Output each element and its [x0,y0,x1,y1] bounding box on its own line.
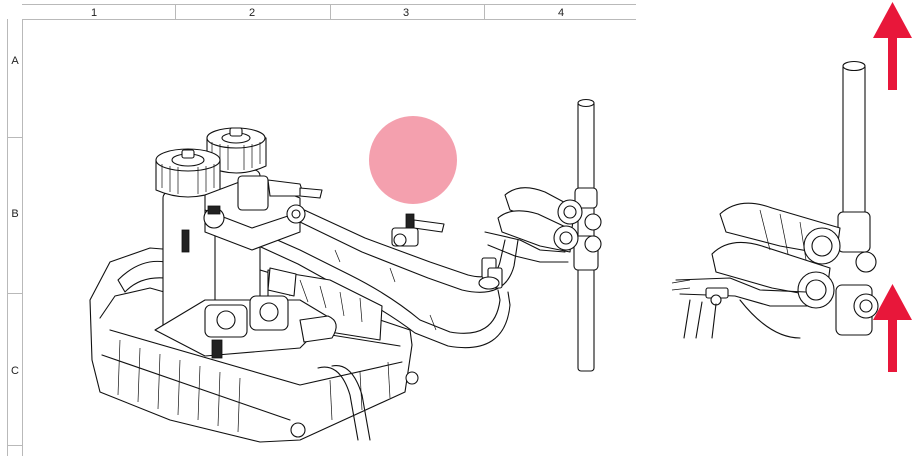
front-tank [155,148,221,333]
lower-manifold [154,267,337,359]
column-labels: 1 2 3 4 [91,7,564,19]
drain-hose [317,365,371,441]
row-label: A [11,55,19,67]
detail-view [671,60,879,339]
sheet-frame [7,4,636,456]
vertical-pipe [573,98,602,372]
column-label: 3 [403,7,409,19]
unit-assembly [89,98,602,443]
up-arrow-top [873,2,912,90]
column-label: 4 [558,7,564,19]
up-arrow-bottom [873,284,912,372]
row-label: B [11,208,18,220]
inline-valve [391,213,445,247]
row-labels: A B C [11,55,19,377]
location-marker [369,116,457,204]
column-label: 1 [91,7,97,19]
row-label: C [11,365,19,377]
bypass-manifold [478,187,583,290]
control-valve-head [203,175,323,251]
column-label: 2 [249,7,255,19]
